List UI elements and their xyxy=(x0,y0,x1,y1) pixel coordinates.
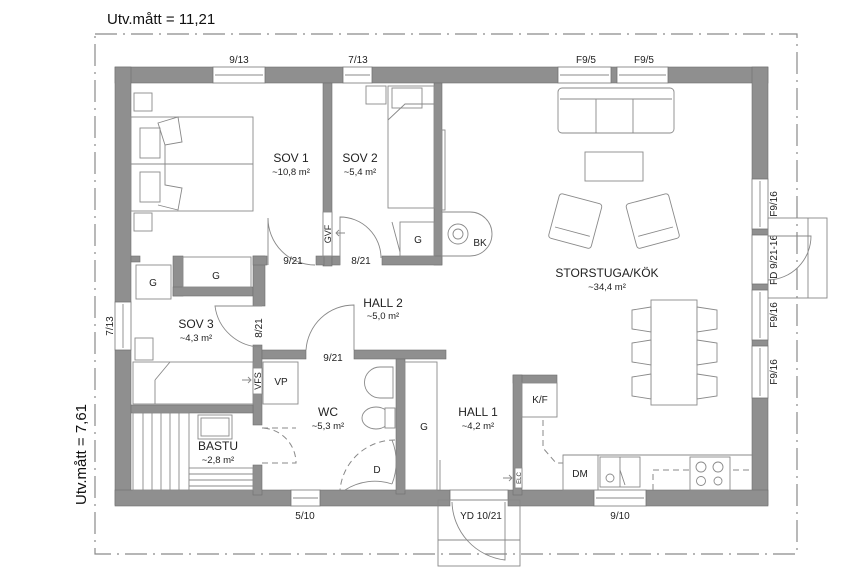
window-label-sov3: 7/13 xyxy=(105,316,116,336)
gvf-panel-icon xyxy=(322,211,333,257)
height-dimension-label: Utv.mått = 7,61 xyxy=(73,404,90,505)
window-label-right-3: F9/16 xyxy=(769,359,780,385)
dm-label: DM xyxy=(572,469,588,480)
room-name-hall1: HALL 1 xyxy=(458,405,498,419)
window-label-storstuga-2: F9/5 xyxy=(634,55,654,66)
room-name-sov2: SOV 2 xyxy=(342,151,378,165)
door-label-sov2: 8/21 xyxy=(351,256,371,267)
window-label-storstuga-1: F9/5 xyxy=(576,55,596,66)
gvf-arrow-icon xyxy=(335,229,345,237)
elc-panel-icon xyxy=(514,467,523,489)
gvf-label: GVF xyxy=(323,224,333,243)
window-label-right-door: FD 9/21-16 xyxy=(769,235,780,285)
door-label-sov1: 9/21 xyxy=(283,256,303,267)
vfs-label: VFS xyxy=(253,372,263,390)
vp-label: VP xyxy=(274,377,288,388)
elc-label: ELC xyxy=(517,471,523,483)
window-label-sov2: 7/13 xyxy=(348,55,368,66)
room-name-bastu: BASTU xyxy=(198,439,238,453)
room-name-wc: WC xyxy=(318,405,338,419)
window-label-right-1: F9/16 xyxy=(769,191,780,217)
room-name-hall2: HALL 2 xyxy=(363,296,403,310)
width-dimension-label: Utv.mått = 11,21 xyxy=(107,11,215,28)
window-label-kitchen: 9/10 xyxy=(610,511,630,522)
wardrobe-label-sov3-small: G xyxy=(149,278,157,289)
room-area-hall1: ~4,2 m² xyxy=(462,421,494,432)
door-label-sov3: 8/21 xyxy=(254,318,265,338)
room-name-sov3: SOV 3 xyxy=(178,317,214,331)
room-name-storstuga: STORSTUGA/KÖK xyxy=(555,266,658,280)
entry-door-label: YD 10/21 xyxy=(460,511,502,522)
room-area-sov3: ~4,3 m² xyxy=(180,333,212,344)
doors xyxy=(214,216,828,567)
wardrobe-label-hall1: G xyxy=(420,422,428,433)
room-area-storstuga: ~34,4 m² xyxy=(588,282,626,293)
room-area-wc: ~5,3 m² xyxy=(312,421,344,432)
vfs-arrow-icon xyxy=(242,376,252,384)
room-area-hall2: ~5,0 m² xyxy=(367,311,399,322)
window-label-right-2: F9/16 xyxy=(769,302,780,328)
vfs-panel-icon xyxy=(252,367,263,395)
wardrobe-label-sov3-large: G xyxy=(212,271,220,282)
door-label-wc: 9/21 xyxy=(323,353,343,364)
furniture xyxy=(130,85,752,491)
window-label-sov1: 9/13 xyxy=(229,55,249,66)
bk-label: BK xyxy=(473,238,487,249)
room-area-bastu: ~2,8 m² xyxy=(202,455,234,466)
windows xyxy=(114,66,769,507)
wardrobe-label-sov2: G xyxy=(414,235,422,246)
window-label-wc: 5/10 xyxy=(295,511,315,522)
room-name-sov1: SOV 1 xyxy=(273,151,309,165)
elc-arrow-icon xyxy=(503,474,513,482)
d-label: D xyxy=(373,465,380,476)
room-area-sov2: ~5,4 m² xyxy=(344,167,376,178)
kf-label: K/F xyxy=(532,395,548,406)
room-area-sov1: ~10,8 m² xyxy=(272,167,310,178)
